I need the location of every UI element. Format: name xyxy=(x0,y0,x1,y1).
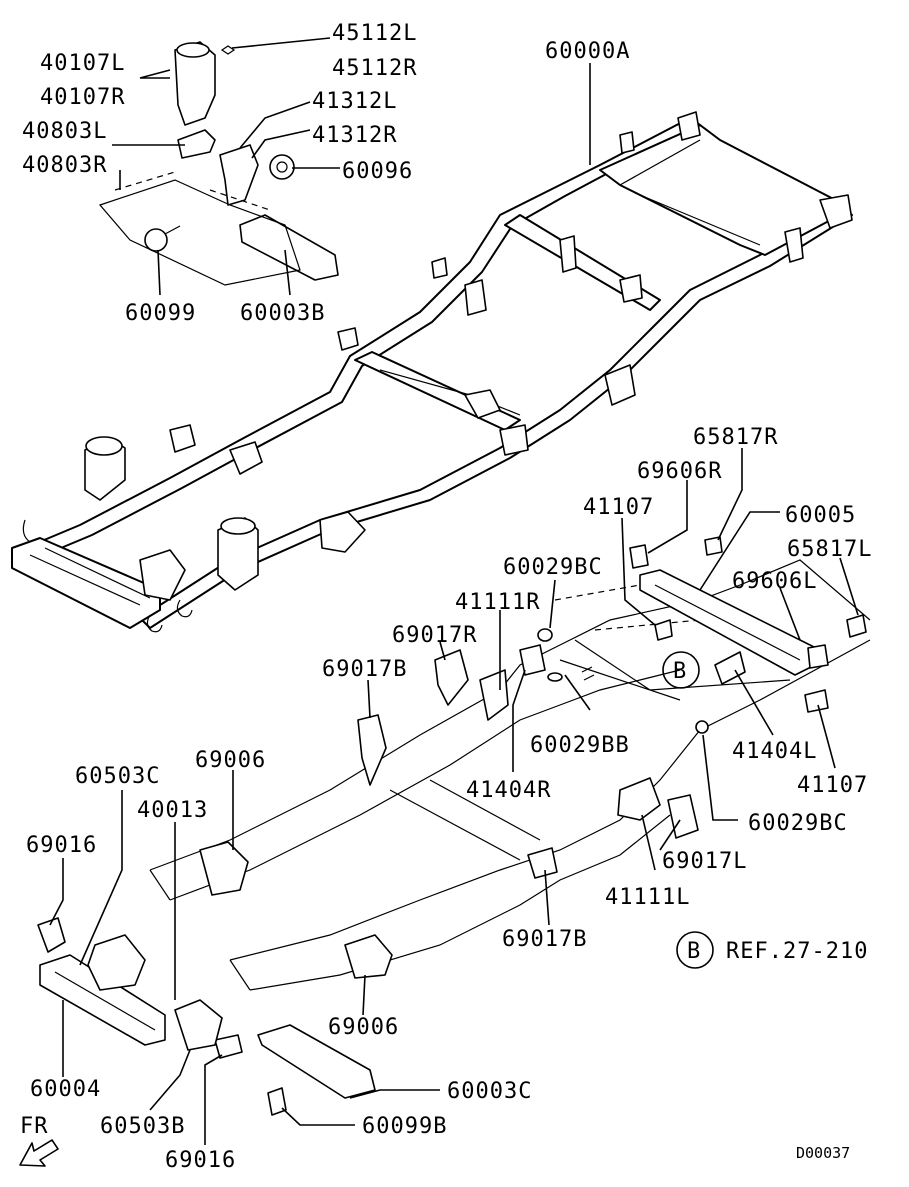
chassis-frame-upper xyxy=(11,111,853,633)
label-60099: 60099 xyxy=(125,301,196,326)
front-arrow-icon xyxy=(19,1139,59,1167)
label-41312R: 41312R xyxy=(312,123,397,148)
label-40803L: 40803L xyxy=(22,119,107,144)
label-60004: 60004 xyxy=(30,1077,101,1102)
label-69017B-lower: 69017B xyxy=(502,927,587,952)
leader-lines xyxy=(49,37,859,1145)
label-69016-lower: 69016 xyxy=(165,1148,236,1173)
label-60029BC-upper: 60029BC xyxy=(503,555,603,580)
label-60029BC-lower: 60029BC xyxy=(748,811,848,836)
label-40013: 40013 xyxy=(137,798,208,823)
label-69006-lower: 69006 xyxy=(328,1015,399,1040)
label-69606L: 69606L xyxy=(732,569,817,594)
label-60503C: 60503C xyxy=(75,764,160,789)
label-69017B-upper: 69017B xyxy=(322,657,407,682)
reference-marker-letter: B xyxy=(687,939,701,964)
chassis-frame-lower xyxy=(37,536,871,1116)
label-60503B: 60503B xyxy=(100,1114,185,1139)
label-69017L: 69017L xyxy=(662,849,747,874)
label-69606R: 69606R xyxy=(637,459,722,484)
drawing-code: D00037 xyxy=(796,1144,850,1162)
label-40107L: 40107L xyxy=(40,51,125,76)
label-60099B: 60099B xyxy=(362,1114,447,1139)
label-60096: 60096 xyxy=(342,159,413,184)
label-65817R: 65817R xyxy=(693,425,778,450)
label-60003C: 60003C xyxy=(447,1079,532,1104)
callout-b-letter: B xyxy=(673,659,687,684)
label-69016-upper: 69016 xyxy=(26,833,97,858)
label-41107-upper: 41107 xyxy=(583,495,654,520)
label-69017R: 69017R xyxy=(392,623,477,648)
reference-note: B REF.27-210 xyxy=(676,931,868,969)
direction-label: FR xyxy=(20,1114,49,1139)
label-45112R: 45112R xyxy=(332,56,417,81)
engine-mount-detail xyxy=(98,41,339,286)
label-65817L: 65817L xyxy=(787,537,872,562)
front-direction-indicator: FR xyxy=(19,1114,59,1167)
label-40107R: 40107R xyxy=(40,85,125,110)
label-41111L: 41111L xyxy=(605,885,690,910)
label-60003B: 60003B xyxy=(240,301,325,326)
label-45112L: 45112L xyxy=(332,21,417,46)
label-41404L: 41404L xyxy=(732,739,817,764)
part-labels: 45112L 45112R 40107L 40107R 41312L 41312… xyxy=(22,21,872,1173)
label-60000A: 60000A xyxy=(545,39,630,64)
label-41312L: 41312L xyxy=(312,89,397,114)
label-69006-upper: 69006 xyxy=(195,748,266,773)
label-60005: 60005 xyxy=(785,503,856,528)
reference-text: REF.27-210 xyxy=(726,939,868,964)
label-41107-lower: 41107 xyxy=(797,773,868,798)
callout-b-marker: B xyxy=(662,651,700,689)
label-41111R: 41111R xyxy=(455,590,540,615)
label-60029BB: 60029BB xyxy=(530,733,630,758)
label-41404R: 41404R xyxy=(466,778,551,803)
label-40803R: 40803R xyxy=(22,153,107,178)
